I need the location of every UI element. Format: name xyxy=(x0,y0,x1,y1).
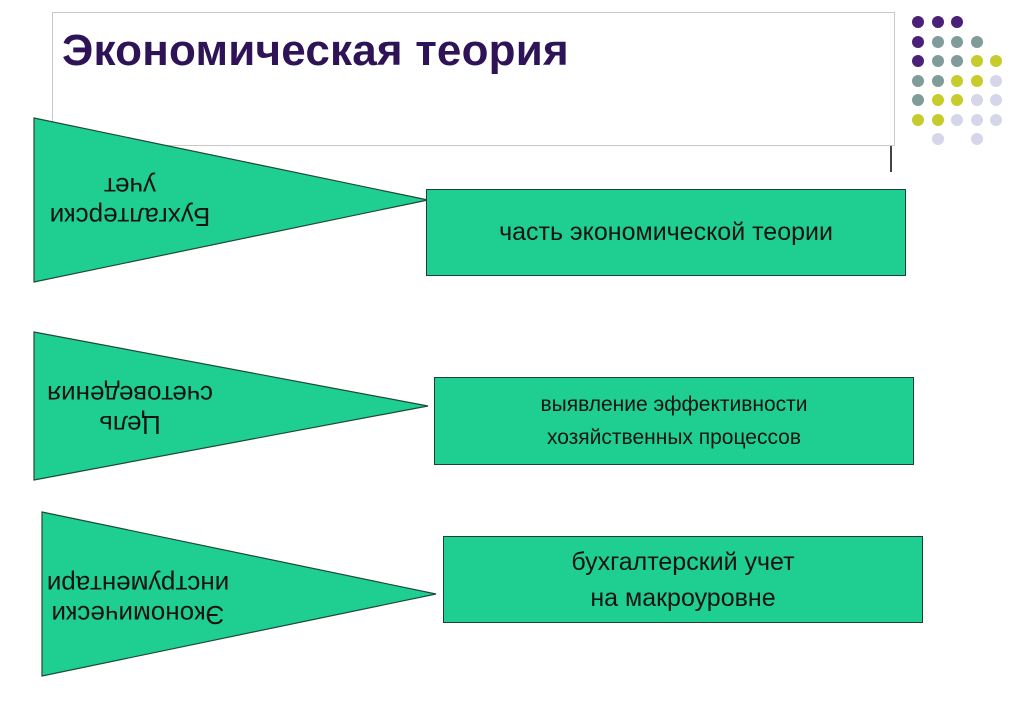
triangle-label-2: Цель счетоведения xyxy=(36,366,224,440)
slide-title: Экономическая теория xyxy=(62,26,569,75)
decor-dot xyxy=(990,94,1002,106)
decor-dot xyxy=(970,55,983,67)
title-divider-tick xyxy=(890,146,892,172)
decor-dot xyxy=(951,35,963,48)
decor-dot xyxy=(951,55,963,67)
decor-dot xyxy=(970,74,983,87)
decor-dot xyxy=(912,74,924,87)
triangle-label-3-line-2: инструментари xyxy=(46,570,230,600)
decor-dot xyxy=(912,113,924,126)
decor-dot xyxy=(990,55,1002,67)
decor-dot xyxy=(931,113,944,126)
decor-dot xyxy=(931,16,944,28)
decor-dot xyxy=(951,16,963,28)
definition-box-2-line-2: хозяйственных процессов xyxy=(546,426,802,449)
decor-dot xyxy=(912,55,924,67)
decor-dot xyxy=(951,94,963,106)
decor-dot xyxy=(951,74,963,87)
decor-dot xyxy=(912,16,924,28)
decor-dot xyxy=(931,55,944,67)
definition-box-2-line-1: выявление эффективности xyxy=(540,393,808,416)
triangle-label-1-line-1: Бухгалтерски xyxy=(49,202,211,232)
definition-box-2: выявление эффективности хозяйственных пр… xyxy=(434,377,914,465)
definition-box-3: бухгалтерский учет на макроуровне xyxy=(443,536,923,623)
decor-dot xyxy=(990,74,1002,87)
decor-dot xyxy=(970,113,983,126)
decor-dot xyxy=(931,35,944,48)
decor-dot xyxy=(931,133,944,145)
triangle-label-2-line-1: Цель xyxy=(99,410,161,440)
decor-dot xyxy=(970,94,983,106)
decor-dot xyxy=(912,35,924,48)
decor-dot xyxy=(990,113,1002,126)
definition-box-3-line-1: бухгалтерский учет xyxy=(571,547,795,576)
decor-dot xyxy=(951,113,963,126)
decor-dot xyxy=(970,35,983,48)
triangle-label-1: Бухгалтерски учет xyxy=(36,160,224,232)
decor-dot xyxy=(912,94,924,106)
definition-box-3-line-2: на макроуровне xyxy=(590,583,776,612)
triangle-label-3: Экономически инструментари xyxy=(44,556,232,630)
triangle-label-3-line-1: Экономически xyxy=(51,600,225,630)
definition-box-1-line-1: часть экономической теории xyxy=(499,218,833,246)
decor-dot xyxy=(931,94,944,106)
triangle-label-2-line-2: счетоведения xyxy=(47,380,213,410)
decor-dot xyxy=(931,74,944,87)
triangle-label-1-line-2: учет xyxy=(103,172,157,202)
definition-box-1: часть экономической теории xyxy=(426,189,906,276)
decor-dot xyxy=(970,133,983,145)
